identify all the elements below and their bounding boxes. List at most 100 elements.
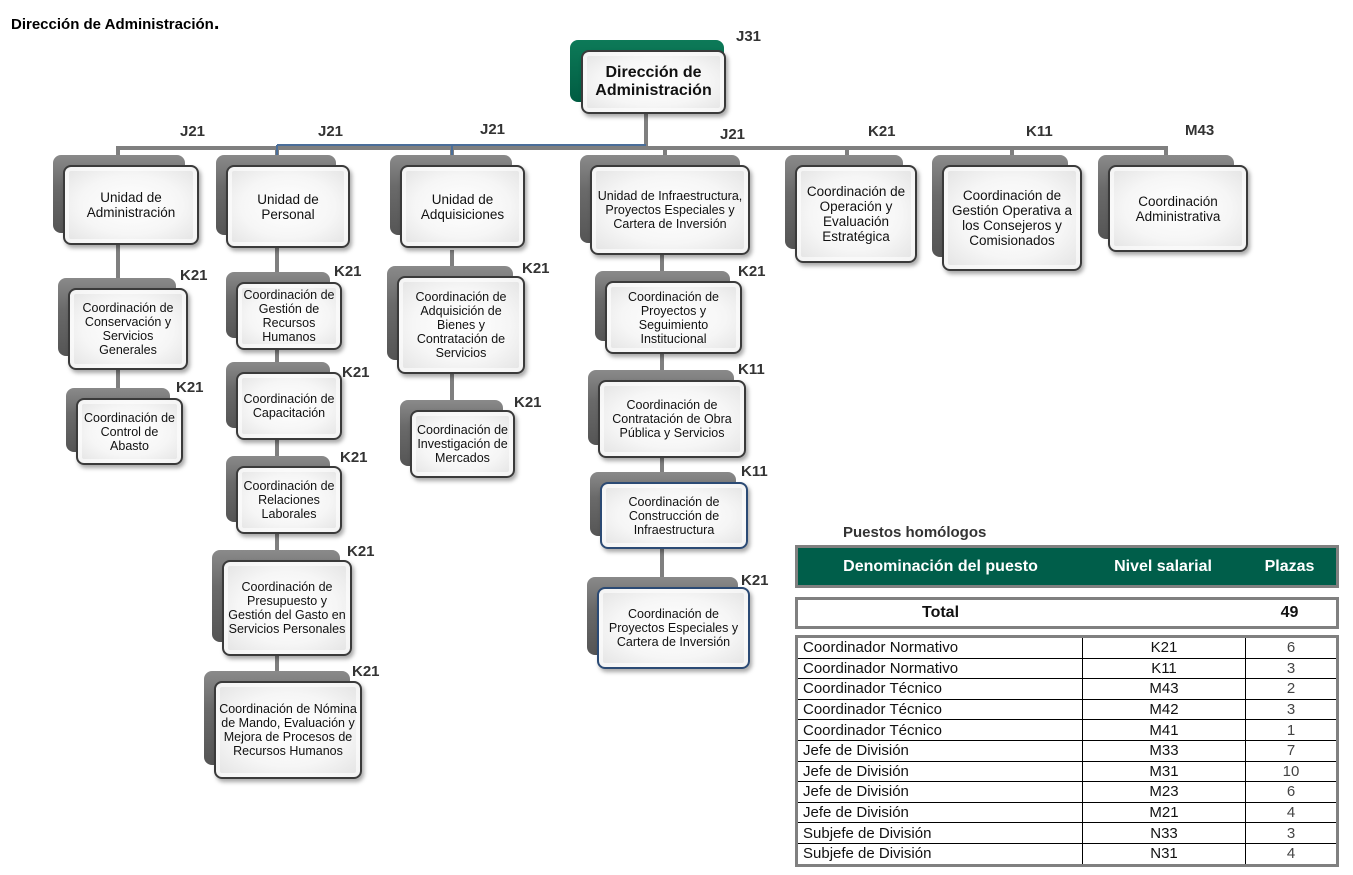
org-node-coord-conservacion[interactable]: Coordinación de Conservación y Servicios… [58,278,188,370]
org-node-label: Coordinación de Gestión de Recursos Huma… [236,282,342,350]
cell-plazas: 6 [1245,781,1336,803]
level-label: K21 [352,663,380,680]
org-node-coord-gestion-rh[interactable]: Coordinación de Gestión de Recursos Huma… [226,272,342,350]
org-node-label: Coordinación Administrativa [1108,165,1248,252]
level-label: K21 [342,364,370,381]
org-node-label: Coordinación de Contratación de Obra Púb… [598,380,746,458]
org-node-coord-proyectos-especiales[interactable]: Coordinación de Proyectos Especiales y C… [587,577,750,669]
cell-nivel: M43 [1082,678,1246,700]
cell-plazas: 3 [1245,698,1336,721]
org-node-label: Coordinación de Investigación de Mercado… [410,410,515,478]
org-node-root[interactable]: Dirección de Administración [570,40,726,116]
org-node-label: Coordinación de Proyectos y Seguimiento … [605,281,742,354]
homologos-title: Puestos homólogos [843,524,987,541]
level-label: J31 [736,28,762,45]
cell-nivel: M41 [1082,719,1246,741]
org-node-coord-contratacion-obra[interactable]: Coordinación de Contratación de Obra Púb… [588,370,746,458]
level-label: K21 [347,543,375,560]
org-node-label: Coordinación de Operación y Evaluación E… [795,165,917,263]
org-node-label: Unidad de Administración [63,165,199,245]
org-node-coord-nomina[interactable]: Coordinación de Nómina de Mando, Evaluac… [204,671,362,779]
org-node-label: Coordinación de Construcción de Infraest… [600,482,748,549]
homologos-header: Denominación del puesto Nivel salarial P… [795,545,1339,588]
cell-denominacion: Coordinador Técnico [798,719,1083,741]
org-node-coord-presupuesto[interactable]: Coordinación de Presupuesto y Gestión de… [212,550,352,656]
homologos-total: Total 49 [795,597,1339,629]
cell-nivel: M23 [1082,781,1246,803]
cell-nivel: M21 [1082,801,1246,824]
cell-plazas: 10 [1245,760,1336,783]
level-label: K21 [180,267,208,284]
org-node-coord-capacitacion[interactable]: Coordinación de Capacitación [226,362,342,440]
cell-denominacion: Coordinador Técnico [798,678,1083,700]
org-node-unidad-administracion[interactable]: Unidad de Administración [53,155,199,245]
org-node-coord-administrativa[interactable]: Coordinación Administrativa [1098,155,1248,252]
level-label: J21 [480,121,506,138]
cell-denominacion: Coordinador Técnico [798,698,1083,721]
org-node-coord-adquisicion-bienes[interactable]: Coordinación de Adquisición de Bienes y … [387,266,525,374]
org-node-coord-investigacion-mercados[interactable]: Coordinación de Investigación de Mercado… [400,400,515,478]
org-node-coord-gestion-operativa[interactable]: Coordinación de Gestión Operativa a los … [932,155,1082,271]
cell-nivel: M31 [1082,760,1246,783]
cell-nivel: M33 [1082,739,1246,762]
level-label: K21 [340,449,368,466]
total-label: Total [921,604,960,621]
org-node-label: Unidad de Personal [226,165,350,248]
org-node-unidad-adquisiciones[interactable]: Unidad de Adquisiciones [390,155,525,248]
level-label: M43 [1185,122,1215,139]
org-node-coord-relaciones-laborales[interactable]: Coordinación de Relaciones Laborales [226,456,342,534]
cell-denominacion: Coordinador Normativo [798,657,1083,680]
level-label: K21 [741,572,769,589]
org-node-label: Coordinación de Conservación y Servicios… [68,288,188,370]
cell-nivel: K11 [1082,657,1246,680]
cell-plazas: 2 [1245,678,1336,700]
cell-nivel: M42 [1082,698,1246,721]
level-label: K21 [334,263,362,280]
level-label: J21 [720,126,746,143]
cell-denominacion: Jefe de División [798,739,1083,762]
cell-denominacion: Jefe de División [798,781,1083,803]
org-node-label: Dirección de Administración [581,50,726,114]
cell-plazas: 3 [1245,822,1336,844]
org-node-coord-control-abasto[interactable]: Coordinación de Control de Abasto [66,388,183,465]
level-label: K11 [741,463,768,480]
total-value: 49 [1280,604,1299,621]
cell-denominacion: Subjefe de División [798,822,1083,844]
org-node-label: Coordinación de Relaciones Laborales [236,466,342,534]
org-node-label: Coordinación de Nómina de Mando, Evaluac… [214,681,362,779]
level-label: K21 [176,379,204,396]
cell-denominacion: Subjefe de División [798,842,1083,864]
org-node-coord-construccion[interactable]: Coordinación de Construcción de Infraest… [590,472,748,549]
level-label: K11 [738,361,765,378]
cell-plazas: 1 [1245,719,1336,741]
org-node-coord-proyectos-seguimiento[interactable]: Coordinación de Proyectos y Seguimiento … [595,271,742,354]
cell-denominacion: Jefe de División [798,760,1083,783]
level-label: K21 [868,123,896,140]
level-label: K11 [1026,123,1053,140]
header-nivel: Nivel salarial [1114,557,1212,575]
org-node-label: Unidad de Adquisiciones [400,165,525,248]
org-node-label: Coordinación de Control de Abasto [76,398,183,465]
level-label: K21 [738,263,766,280]
cell-denominacion: Coordinador Normativo [798,638,1083,659]
org-node-unidad-infraestructura[interactable]: Unidad de Infraestructura, Proyectos Esp… [580,155,750,255]
cell-plazas: 6 [1245,638,1336,659]
level-label: J21 [180,123,206,140]
cell-denominacion: Jefe de División [798,801,1083,824]
org-node-coord-operacion-evaluacion[interactable]: Coordinación de Operación y Evaluación E… [785,155,917,263]
org-node-unidad-personal[interactable]: Unidad de Personal [216,155,350,248]
header-denominacion: Denominación del puesto [843,557,1038,575]
cell-plazas: 3 [1245,657,1336,680]
org-node-label: Coordinación de Capacitación [236,372,342,440]
cell-nivel: N33 [1082,822,1246,844]
